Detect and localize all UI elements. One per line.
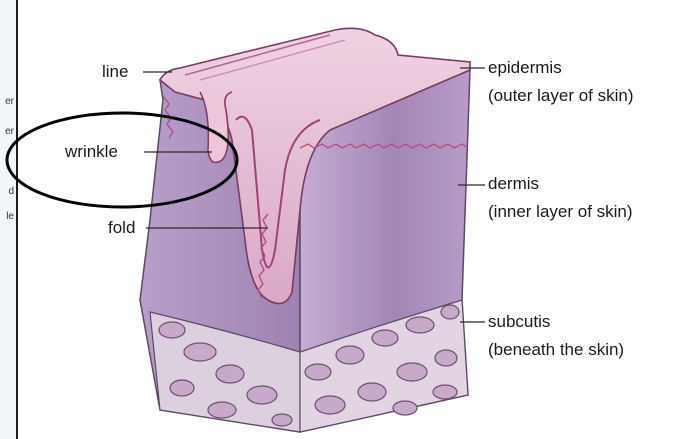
fold-label: fold [108,218,135,238]
subcutis-description: (beneath the skin) [488,340,624,360]
subcutis-label: subcutis [488,312,550,332]
epidermis-description: (outer layer of skin) [488,86,634,106]
wrinkle-label: wrinkle [65,142,118,162]
line-label: line [102,62,128,82]
dermis-description: (inner layer of skin) [488,202,633,222]
dermis-label: dermis [488,174,539,194]
epidermis-label: epidermis [488,58,562,78]
